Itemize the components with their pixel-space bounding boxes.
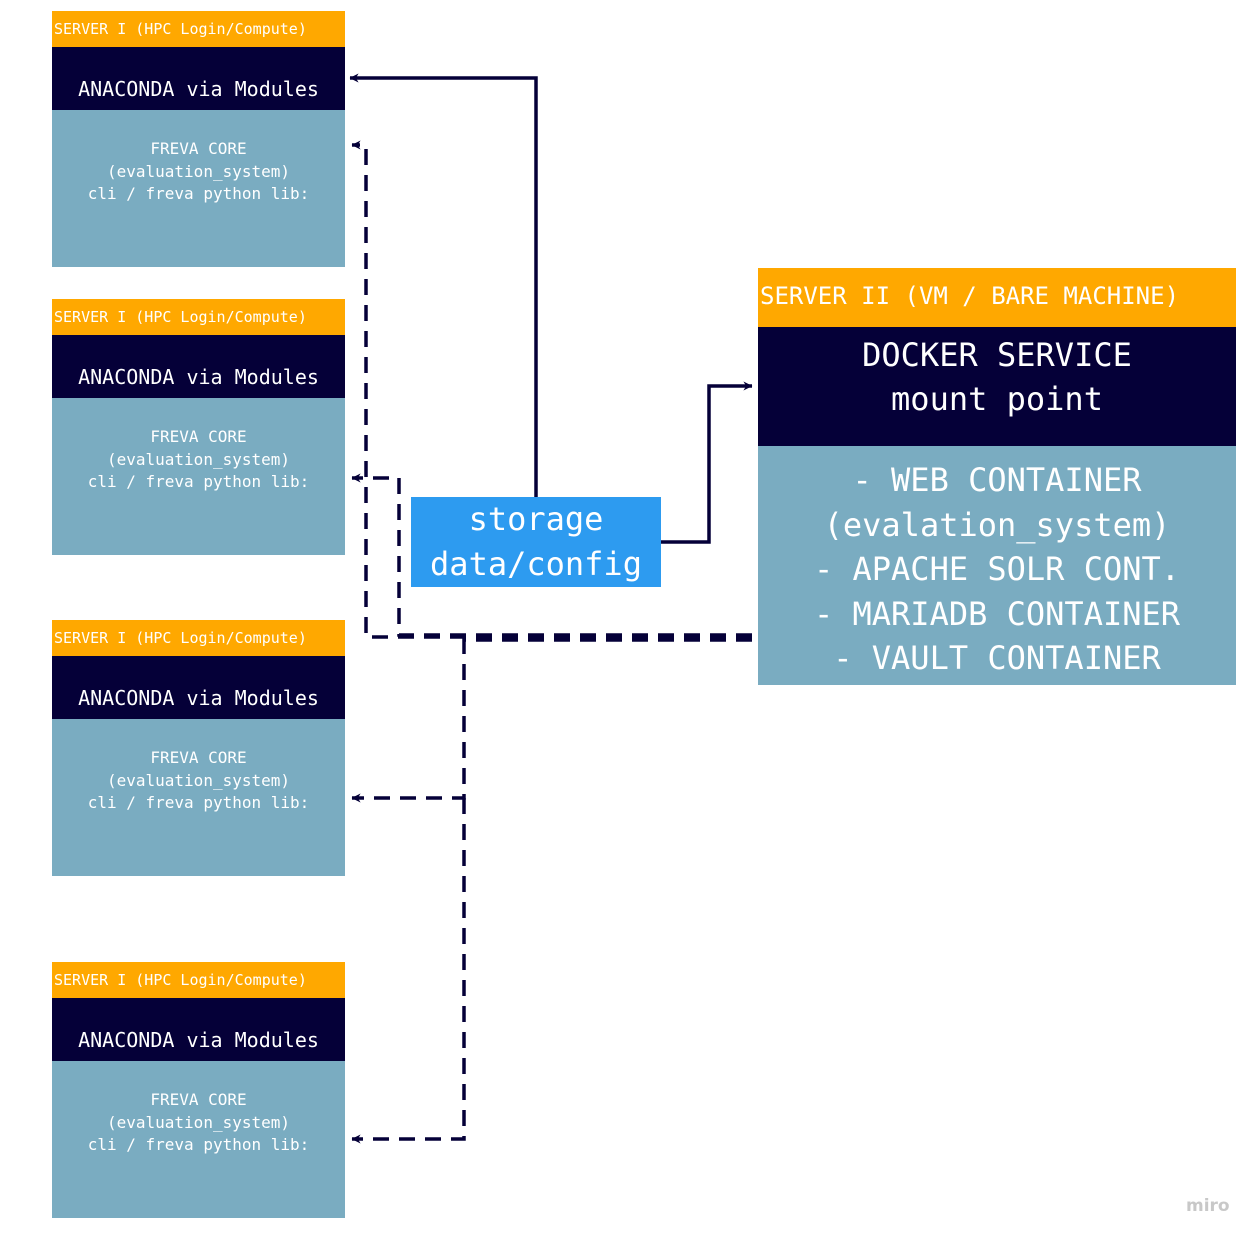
server2-to-box2-link [351, 473, 752, 637]
server-i-box-1: SERVER I (HPC Login/Compute) ANACONDA vi… [52, 11, 345, 267]
server-ii-header: SERVER II (VM / BARE MACHINE) [758, 268, 1236, 327]
miro-watermark: miro [1186, 1196, 1230, 1216]
anaconda-block: ANACONDA via Modules [52, 47, 345, 110]
storage-node: storage data/config [411, 497, 661, 587]
server-i-box-4: SERVER I (HPC Login/Compute) ANACONDA vi… [52, 962, 345, 1218]
freva-core-block: FREVA CORE (evaluation_system) cli / fre… [52, 1061, 345, 1218]
server-i-header: SERVER I (HPC Login/Compute) [52, 962, 345, 998]
server-i-header: SERVER I (HPC Login/Compute) [52, 620, 345, 656]
storage-to-server1-arrow [349, 73, 538, 497]
server2-to-box4-link [351, 798, 466, 1144]
server-ii-box: SERVER II (VM / BARE MACHINE) DOCKER SER… [758, 268, 1236, 685]
freva-core-block: FREVA CORE (evaluation_system) cli / fre… [52, 398, 345, 555]
anaconda-block: ANACONDA via Modules [52, 335, 345, 398]
server-i-header: SERVER I (HPC Login/Compute) [52, 11, 345, 47]
freva-core-block: FREVA CORE (evaluation_system) cli / fre… [52, 110, 345, 267]
docker-service-block: DOCKER SERVICE mount point [758, 327, 1236, 446]
server-i-box-2: SERVER I (HPC Login/Compute) ANACONDA vi… [52, 299, 345, 555]
storage-to-server2-arrow [661, 381, 753, 544]
containers-block: - WEB CONTAINER (evalation_system) - APA… [758, 446, 1236, 685]
server-i-box-3: SERVER I (HPC Login/Compute) ANACONDA vi… [52, 620, 345, 876]
anaconda-block: ANACONDA via Modules [52, 998, 345, 1061]
server2-to-box1-link [351, 140, 752, 639]
anaconda-block: ANACONDA via Modules [52, 656, 345, 719]
freva-core-block: FREVA CORE (evaluation_system) cli / fre… [52, 719, 345, 876]
server-i-header: SERVER I (HPC Login/Compute) [52, 299, 345, 335]
server2-to-box3-link [351, 638, 752, 803]
